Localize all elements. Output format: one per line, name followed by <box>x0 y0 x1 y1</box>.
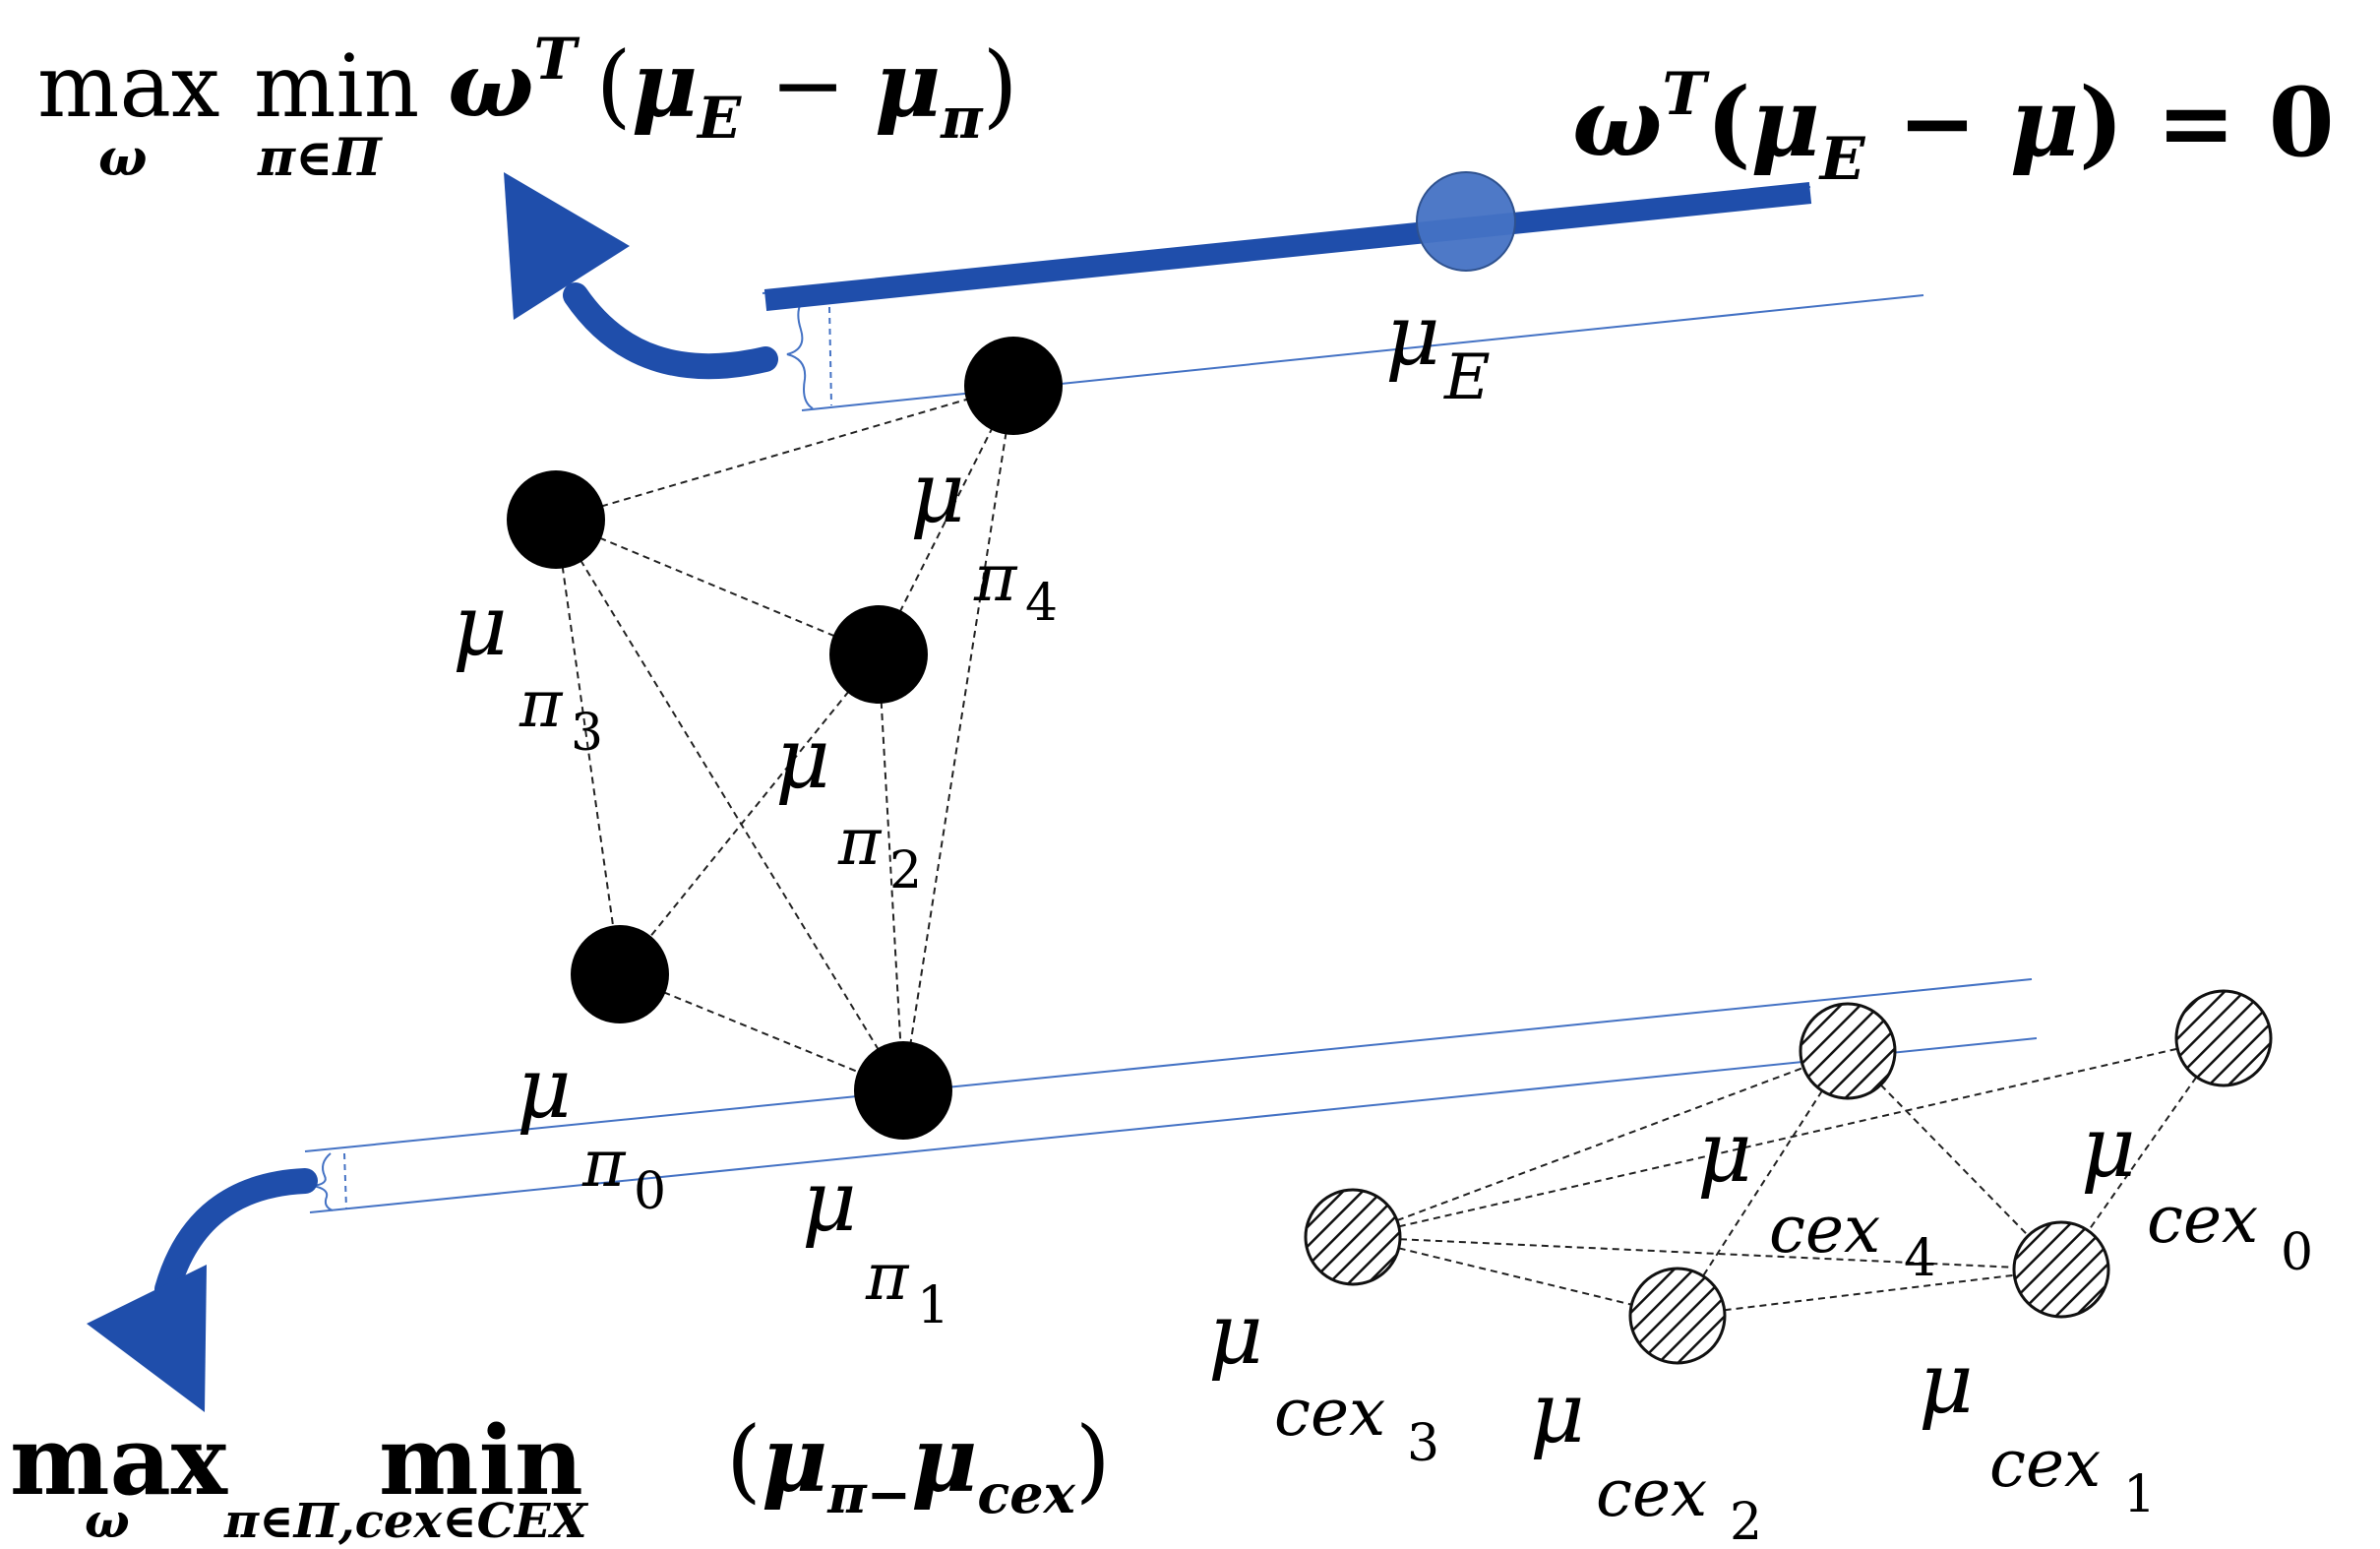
top-arrow-head <box>504 172 630 320</box>
edge-pi3-pi1 <box>555 519 904 1091</box>
label-mu-pi4: μ <box>910 444 965 542</box>
point-mu-cex0 <box>2174 989 2273 1087</box>
edge-pi2-pi0 <box>619 653 880 975</box>
edge-pi3-pi2 <box>555 519 880 655</box>
edge-cex3-cex2 <box>1352 1236 1678 1317</box>
edge-pi3-pi0 <box>555 519 621 975</box>
label-mu-cex4: μ <box>1697 1103 1752 1202</box>
formula-tl-body: ωT(μE − μπ) <box>448 26 1018 152</box>
cex-edges <box>1352 1037 2225 1317</box>
formula-top-left: max ω min π∈Π ωT(μE − μπ) <box>37 26 1018 188</box>
point-mu-cex4 <box>1799 1002 1897 1100</box>
label-mu-cex3-index: 3 <box>1407 1414 1439 1473</box>
edge-cex4-cex2 <box>1677 1050 1849 1317</box>
point-mu-expert <box>1416 171 1516 272</box>
upper-margin-dash <box>828 306 832 406</box>
point-mu-cex2 <box>1628 1267 1727 1365</box>
edge-cex3-cex4 <box>1352 1050 1849 1238</box>
formula-tl-min-sub: π∈Π <box>257 128 384 188</box>
lower-hyperplane-line-a <box>304 978 2033 1152</box>
label-mu-cex2-sub: cex <box>1596 1456 1707 1531</box>
label-mu-pi3-index: 3 <box>571 704 603 763</box>
label-mu-pi4-sub: π <box>973 540 1018 616</box>
edge-pi4-pi1 <box>902 385 1014 1091</box>
point-mu-pi3 <box>507 470 605 569</box>
label-mu-pi1-sub: π <box>865 1239 910 1315</box>
label-mu-cex4-sub: cex <box>1769 1192 1880 1268</box>
policy-edges <box>555 385 1014 1091</box>
label-mu-cex0-sub: cex <box>2147 1182 2258 1258</box>
formula-bottom: max ω min π∈Π,cex∈CEX (μπ−μcex) <box>10 1405 1111 1549</box>
formula-b-max: max <box>10 1405 228 1517</box>
label-mu-pi0: μ <box>517 1039 572 1138</box>
label-mu-pi1: μ <box>802 1152 857 1251</box>
label-mu-cex2-index: 2 <box>1730 1493 1762 1549</box>
formula-expert-hyperplane: ωT(μE − μ) = 0 <box>1572 60 2335 194</box>
label-mu-pi0-index: 0 <box>634 1162 666 1221</box>
formula-b-max-sub: ω <box>85 1494 130 1549</box>
lower-hyperplane-line-b <box>309 1037 2038 1213</box>
point-mu-cex3 <box>1304 1188 1402 1286</box>
edge-cex3-cex0 <box>1352 1037 2225 1238</box>
formula-b-min-sub: π∈Π,cex∈CEX <box>223 1494 588 1549</box>
bottom-curved-arrow-shaft <box>154 1168 318 1302</box>
label-mu-cex0: μ <box>2081 1098 2136 1197</box>
label-mu-pi2: μ <box>775 710 830 808</box>
label-mu-cex2: μ <box>1530 1364 1585 1462</box>
label-mu-pi3-sub: π <box>519 666 564 742</box>
label-mu-cex1: μ <box>1919 1334 1974 1433</box>
label-mu-cex0-index: 0 <box>2281 1223 2313 1282</box>
point-mu-cex1 <box>2012 1220 2110 1319</box>
label-mu-pi4-index: 4 <box>1025 574 1058 633</box>
edge-pi0-pi1 <box>619 973 904 1091</box>
point-mu-pi0 <box>571 925 669 1023</box>
bottom-arrow-head <box>87 1265 207 1412</box>
point-mu-pi2 <box>829 605 928 704</box>
label-mu-cex1-index: 1 <box>2123 1465 2156 1524</box>
edge-pi2-pi4 <box>878 385 1014 655</box>
label-mu-expert-sub: E <box>1443 341 1491 414</box>
point-mu-pi4 <box>964 337 1063 435</box>
formula-b-min: min <box>379 1405 583 1517</box>
edge-pi2-pi1 <box>878 653 904 1091</box>
label-mu-pi3: μ <box>453 577 508 675</box>
label-mu-cex4-index: 4 <box>1904 1229 1936 1288</box>
upper-margin-brace <box>786 294 814 409</box>
expert-hyperplane-thick-line <box>763 182 1812 311</box>
edge-cex4-cex1 <box>1847 1050 2062 1270</box>
label-mu-cex3: μ <box>1208 1285 1263 1384</box>
label-mu-cex1-sub: cex <box>1989 1426 2101 1502</box>
edge-pi3-pi4 <box>555 385 1014 521</box>
label-mu-pi0-sub: π <box>581 1126 627 1202</box>
edge-cex2-cex1 <box>1677 1269 2062 1317</box>
top-curved-arrow-shaft <box>563 282 778 380</box>
point-labels: μ E μ π 4 μ π 3 μ π 2 μ π 0 μ π 1 μ cex … <box>453 286 2313 1549</box>
label-mu-pi1-index: 1 <box>917 1276 949 1335</box>
formula-tl-min: min <box>254 35 419 137</box>
label-mu-pi2-index: 2 <box>889 841 922 900</box>
point-mu-pi1 <box>854 1041 952 1140</box>
label-mu-pi2-sub: π <box>837 804 883 880</box>
edge-cex3-cex1 <box>1352 1236 2062 1270</box>
formula-b-body: (μπ−μcex) <box>726 1406 1111 1525</box>
label-mu-expert: μ <box>1385 286 1440 385</box>
formula-tl-max-sub: ω <box>98 128 148 188</box>
lower-margin-dash <box>343 1152 347 1209</box>
formula-tl-max: max <box>37 35 220 137</box>
label-mu-cex3-sub: cex <box>1274 1375 1385 1451</box>
